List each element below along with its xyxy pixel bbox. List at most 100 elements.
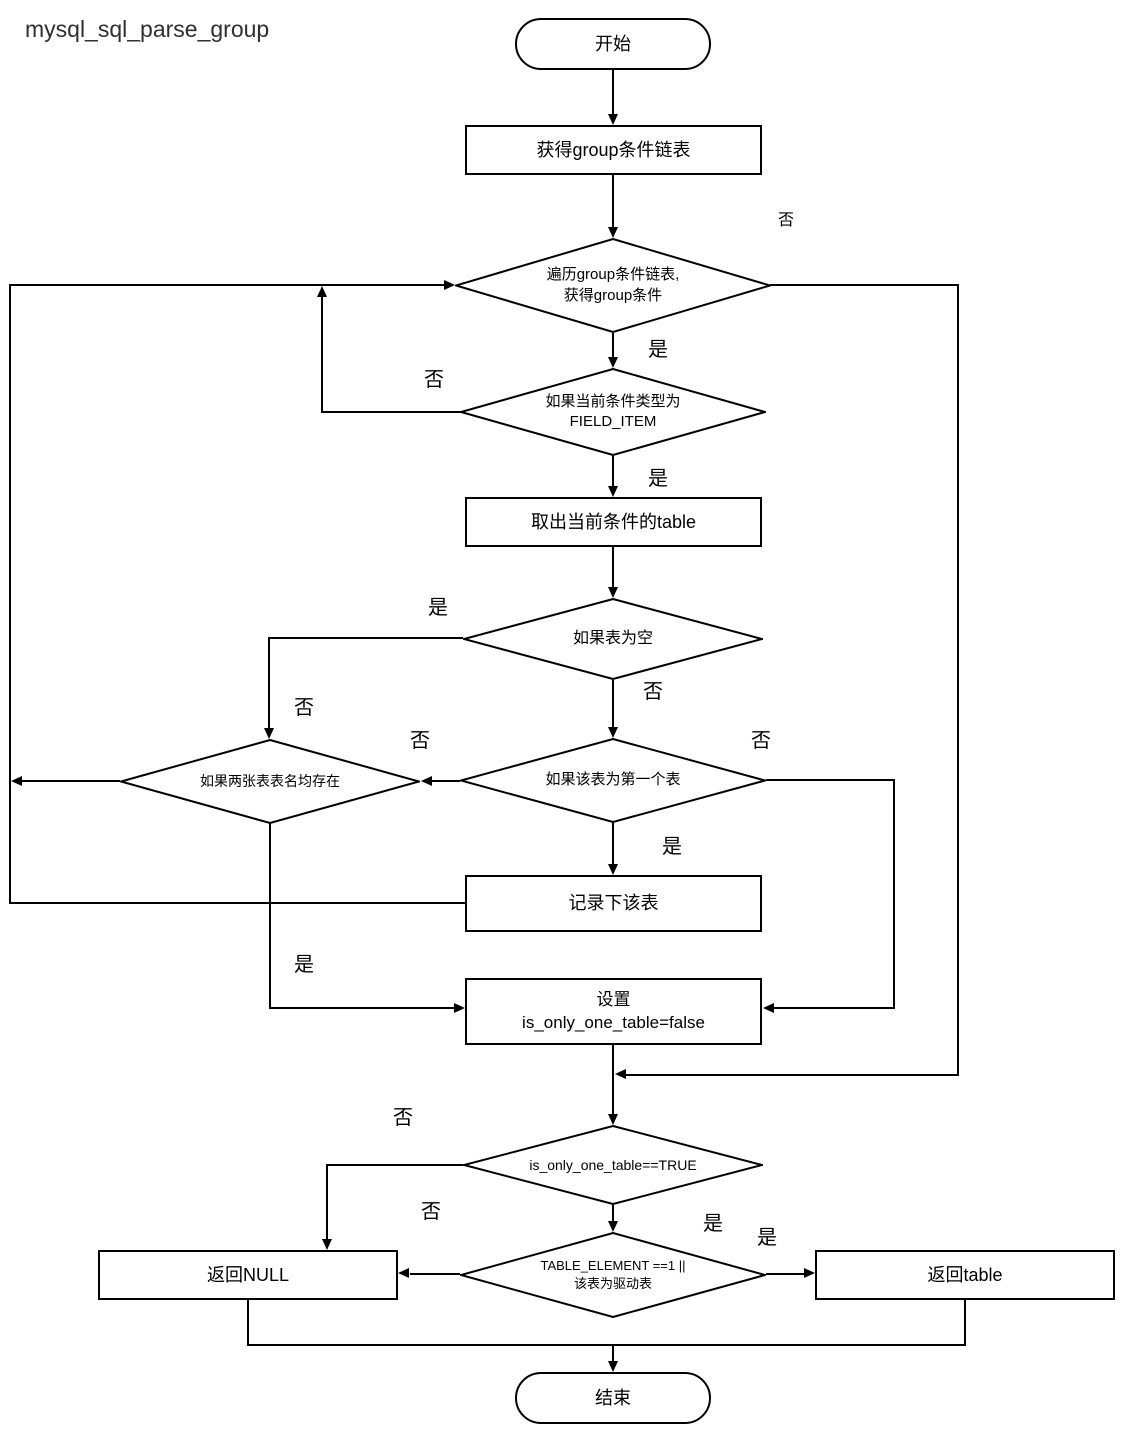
flow-line [410, 1273, 460, 1275]
flow-line [964, 1300, 966, 1346]
arrowhead-down [608, 1221, 618, 1232]
flow-line [612, 1205, 614, 1221]
diamond-shape [460, 738, 766, 823]
node-return-null: 返回NULL [98, 1250, 398, 1300]
arrowhead-down [608, 587, 618, 598]
branch-label-no: 否 [393, 1107, 413, 1129]
diamond-shape [463, 598, 763, 680]
flow-line [770, 284, 959, 286]
arrowhead-left [763, 1003, 774, 1013]
arrowhead-left [421, 776, 432, 786]
diamond-shape [455, 238, 771, 333]
node-label: 如果表为空 [572, 630, 653, 648]
flow-line [321, 297, 323, 413]
branch-label-yes: 是 [703, 1213, 723, 1235]
branch-label-no: 否 [751, 730, 771, 752]
node-set-flag-false: 设置 is_only_one_table=false [465, 978, 762, 1045]
branch-label-yes: 是 [294, 954, 314, 976]
branch-label-no: 否 [294, 697, 314, 719]
arrowhead-down [264, 728, 274, 739]
branch-label-no: 否 [421, 1201, 441, 1223]
branch-label-no: 否 [410, 730, 430, 752]
diamond-shape [460, 368, 766, 456]
node-label: 设置 is_only_one_table=false [522, 989, 705, 1032]
arrowhead-down [608, 227, 618, 238]
node-cond-type-field-item: 如果当前条件类型为 FIELD_ITEM [460, 368, 766, 456]
arrowhead-up [317, 286, 327, 297]
flow-line [612, 1045, 614, 1114]
flow-line [268, 637, 463, 639]
flow-line [612, 456, 614, 486]
node-record-table: 记录下该表 [465, 875, 762, 932]
flow-line [269, 1007, 454, 1009]
flow-line [612, 1346, 614, 1361]
arrowhead-right [444, 280, 455, 290]
flow-line [432, 780, 460, 782]
node-label: is_only_one_table==TRUE [529, 1156, 697, 1173]
arrowhead-left [615, 1069, 626, 1079]
flow-line [22, 780, 120, 782]
arrowhead-right [804, 1268, 815, 1278]
flow-line [626, 1074, 957, 1076]
arrowhead-down [608, 864, 618, 875]
flow-line [612, 70, 614, 114]
flow-line [10, 902, 465, 904]
flow-line [766, 1273, 804, 1275]
flow-line [247, 1344, 966, 1346]
node-label: 开始 [595, 33, 631, 54]
node-label: 如果该表为第一个表 [545, 771, 681, 789]
arrowhead-right [454, 1003, 465, 1013]
node-label: 如果两张表表名均存在 [200, 773, 340, 790]
diamond-shape [463, 1125, 763, 1205]
node-label: 返回table [927, 1264, 1003, 1285]
flow-line [269, 823, 271, 1008]
node-only-one-table-true: is_only_one_table==TRUE [463, 1125, 763, 1205]
node-both-names-exist: 如果两张表表名均存在 [120, 739, 420, 824]
node-label: TABLE_ELEMENT ==1 || 该表为驱动表 [540, 1258, 686, 1291]
node-iterate-group-list: 遍历group条件链表, 获得group条件 [455, 238, 771, 333]
node-label: 返回NULL [206, 1264, 290, 1285]
node-label: 遍历group条件链表, 获得group条件 [546, 266, 680, 304]
arrowhead-down [608, 114, 618, 125]
flow-line [327, 1164, 463, 1166]
branch-label-yes: 是 [648, 339, 668, 361]
node-start-terminator: 开始 [515, 18, 711, 70]
flow-line [247, 1300, 249, 1346]
branch-label-no: 否 [643, 681, 663, 703]
node-table-element-check: TABLE_ELEMENT ==1 || 该表为驱动表 [460, 1232, 766, 1318]
node-label: 如果当前条件类型为 FIELD_ITEM [545, 392, 681, 430]
node-label: 记录下该表 [568, 893, 659, 914]
arrowhead-down [608, 486, 618, 497]
flow-line [774, 1007, 894, 1009]
flow-line [893, 779, 895, 1009]
flow-line [766, 779, 895, 781]
arrowhead-down [608, 1361, 618, 1372]
flow-line [268, 637, 270, 728]
node-get-cond-table: 取出当前条件的table [465, 497, 762, 547]
arrowhead-down [322, 1239, 332, 1250]
flow-line [322, 411, 462, 413]
branch-label-yes: 是 [662, 836, 682, 858]
flow-line [9, 284, 11, 904]
flow-line [612, 547, 614, 587]
branch-label-no: 否 [424, 369, 444, 391]
branch-label-yes: 是 [428, 597, 448, 619]
node-first-table: 如果该表为第一个表 [460, 738, 766, 823]
page-title: mysql_sql_parse_group [25, 16, 270, 42]
flow-line [10, 284, 444, 286]
node-label: 结束 [595, 1387, 631, 1408]
arrowhead-left [11, 776, 22, 786]
flow-line [326, 1164, 328, 1239]
arrowhead-left [398, 1268, 409, 1278]
node-label: 获得group条件链表 [536, 139, 691, 160]
node-get-group-list: 获得group条件链表 [465, 125, 762, 175]
flow-line [612, 333, 614, 357]
flow-line [612, 823, 614, 864]
branch-label-yes: 是 [757, 1227, 777, 1249]
arrowhead-down [608, 357, 618, 368]
node-label: 取出当前条件的table [530, 511, 697, 532]
flow-line [612, 680, 614, 727]
branch-label-no: 否 [778, 212, 795, 229]
diamond-shape [460, 1232, 766, 1318]
